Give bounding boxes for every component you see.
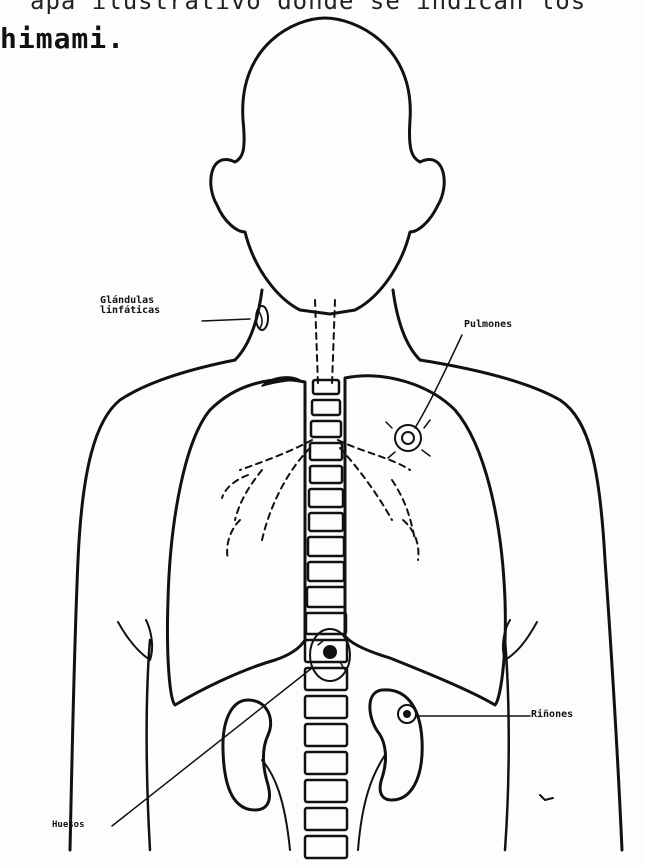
leader-lungs	[415, 335, 462, 428]
left-elbow	[118, 620, 152, 660]
leader-lymph-glands	[202, 319, 250, 321]
label-lymph-glands: Glándulas linfáticas	[100, 296, 160, 316]
head-outline	[211, 18, 444, 314]
left-torso-line	[147, 640, 150, 850]
trachea-bronchi	[222, 300, 418, 560]
neck-right	[393, 290, 420, 360]
label-bones: Huesos	[52, 820, 85, 830]
lesion-bone	[310, 629, 350, 681]
right-hand	[540, 795, 553, 800]
lesion-kidney	[398, 705, 416, 723]
label-lymph-glands-line2: linfáticas	[100, 306, 160, 316]
right-elbow	[503, 620, 537, 660]
left-kidney	[223, 700, 271, 810]
left-shoulder-arm	[70, 360, 235, 850]
right-torso-line	[505, 640, 509, 850]
left-lung	[167, 380, 305, 705]
right-ureter	[358, 755, 385, 850]
right-shoulder-arm	[420, 360, 622, 850]
right-kidney	[370, 690, 422, 800]
lesion-lung	[386, 420, 430, 458]
spine	[305, 380, 347, 858]
label-lungs: Pulmones	[464, 320, 512, 330]
label-kidneys: Riñones	[531, 710, 573, 720]
